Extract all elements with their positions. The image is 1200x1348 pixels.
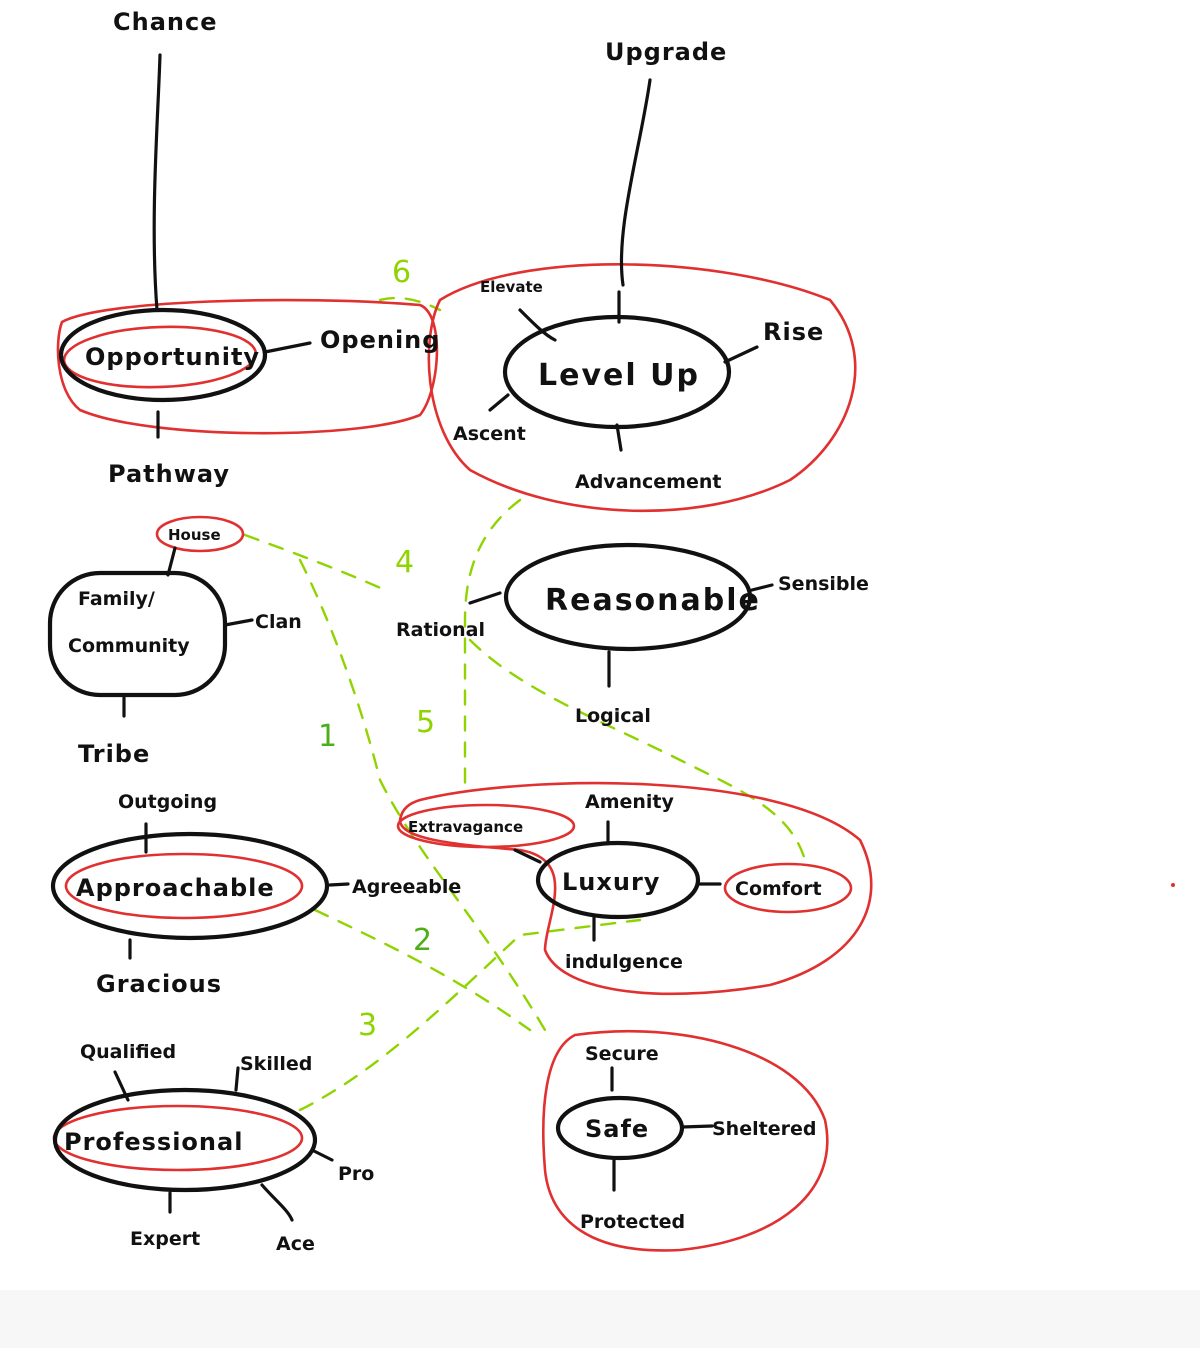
word-house: House [168, 526, 221, 544]
node-family-shape [47, 570, 228, 698]
word-amenity: Amenity [585, 791, 675, 813]
number-4: 4 [395, 545, 414, 580]
highlight-safe [542, 1029, 829, 1252]
node-level-up-label[interactable]: Level Up [538, 358, 700, 393]
word-gracious: Gracious [96, 970, 222, 998]
word-tribe: Tribe [78, 740, 150, 768]
word-ascent: Ascent [453, 423, 526, 445]
word-extravagance: Extravagance [408, 818, 523, 836]
node-shapes [47, 307, 753, 1193]
node-reasonable-shape [503, 542, 753, 652]
link-5-comfort [468, 638, 807, 862]
word-ace: Ace [276, 1233, 315, 1255]
number-1: 1 [318, 719, 337, 754]
word-advancement: Advancement [575, 471, 721, 493]
node-approachable-shape [50, 831, 330, 941]
link-4 [243, 533, 387, 592]
word-chance: Chance [113, 8, 217, 36]
node-family-label-line2[interactable]: Community [68, 635, 190, 657]
number-6: 6 [392, 255, 411, 290]
word-outgoing: Outgoing [118, 791, 217, 813]
node-professional-label[interactable]: Professional [64, 1128, 243, 1156]
node-level-up-shape [502, 314, 732, 430]
number-3: 3 [358, 1008, 377, 1043]
node-safe-shape [555, 1095, 685, 1161]
link-2 [313, 908, 532, 1032]
node-luxury-label[interactable]: Luxury [562, 868, 660, 896]
link-5-vertical [463, 498, 522, 792]
highlight-luxury [398, 781, 873, 996]
node-opportunity-shape [58, 307, 268, 403]
highlight-loops [52, 263, 873, 1252]
word-upgrade: Upgrade [605, 38, 727, 66]
word-expert: Expert [130, 1228, 200, 1250]
stray-red-dot [1171, 883, 1175, 887]
word-skilled: Skilled [240, 1053, 312, 1075]
word-clan: Clan [255, 611, 302, 633]
connection-links [243, 296, 807, 1112]
highlight-opportunity-inner [62, 325, 258, 389]
word-secure: Secure [585, 1043, 659, 1065]
word-sheltered: Sheltered [712, 1118, 816, 1140]
node-luxury-shape [535, 840, 701, 920]
node-safe-label[interactable]: Safe [585, 1115, 649, 1143]
word-rise: Rise [763, 318, 824, 346]
word-rational: Rational [396, 619, 485, 641]
word-pro: Pro [338, 1163, 374, 1185]
word-indulgence: indulgence [565, 951, 683, 973]
word-agreeable: Agreeable [352, 876, 461, 898]
word-sensible: Sensible [778, 573, 869, 595]
link-3 [298, 918, 642, 1112]
highlight-house [155, 515, 245, 553]
word-pathway: Pathway [108, 460, 230, 488]
highlight-approachable [64, 852, 304, 920]
connector-lines [113, 53, 774, 1222]
word-comfort: Comfort [735, 878, 822, 900]
highlight-level-up [427, 263, 857, 513]
link-1 [298, 558, 547, 1032]
node-reasonable-label[interactable]: Reasonable [545, 583, 761, 618]
word-qualified: Qualified [80, 1041, 176, 1063]
link-6 [378, 296, 442, 312]
word-logical: Logical [575, 705, 651, 727]
node-opportunity-label[interactable]: Opportunity [85, 343, 260, 371]
node-family-label-line1[interactable]: Family/ [78, 588, 155, 610]
connection-numbers: 6 4 5 1 2 3 [318, 255, 435, 1043]
word-elevate: Elevate [480, 278, 543, 296]
word-protected: Protected [580, 1211, 685, 1233]
highlight-comfort [723, 862, 853, 914]
canvas-bottom-band [0, 1290, 1200, 1348]
word-opening: Opening [320, 326, 440, 354]
highlight-opportunity [56, 298, 439, 435]
node-professional-shape [52, 1087, 318, 1193]
node-approachable-label[interactable]: Approachable [76, 874, 275, 902]
highlight-extravagance [396, 803, 576, 849]
number-2: 2 [413, 923, 432, 958]
number-5: 5 [416, 705, 435, 740]
